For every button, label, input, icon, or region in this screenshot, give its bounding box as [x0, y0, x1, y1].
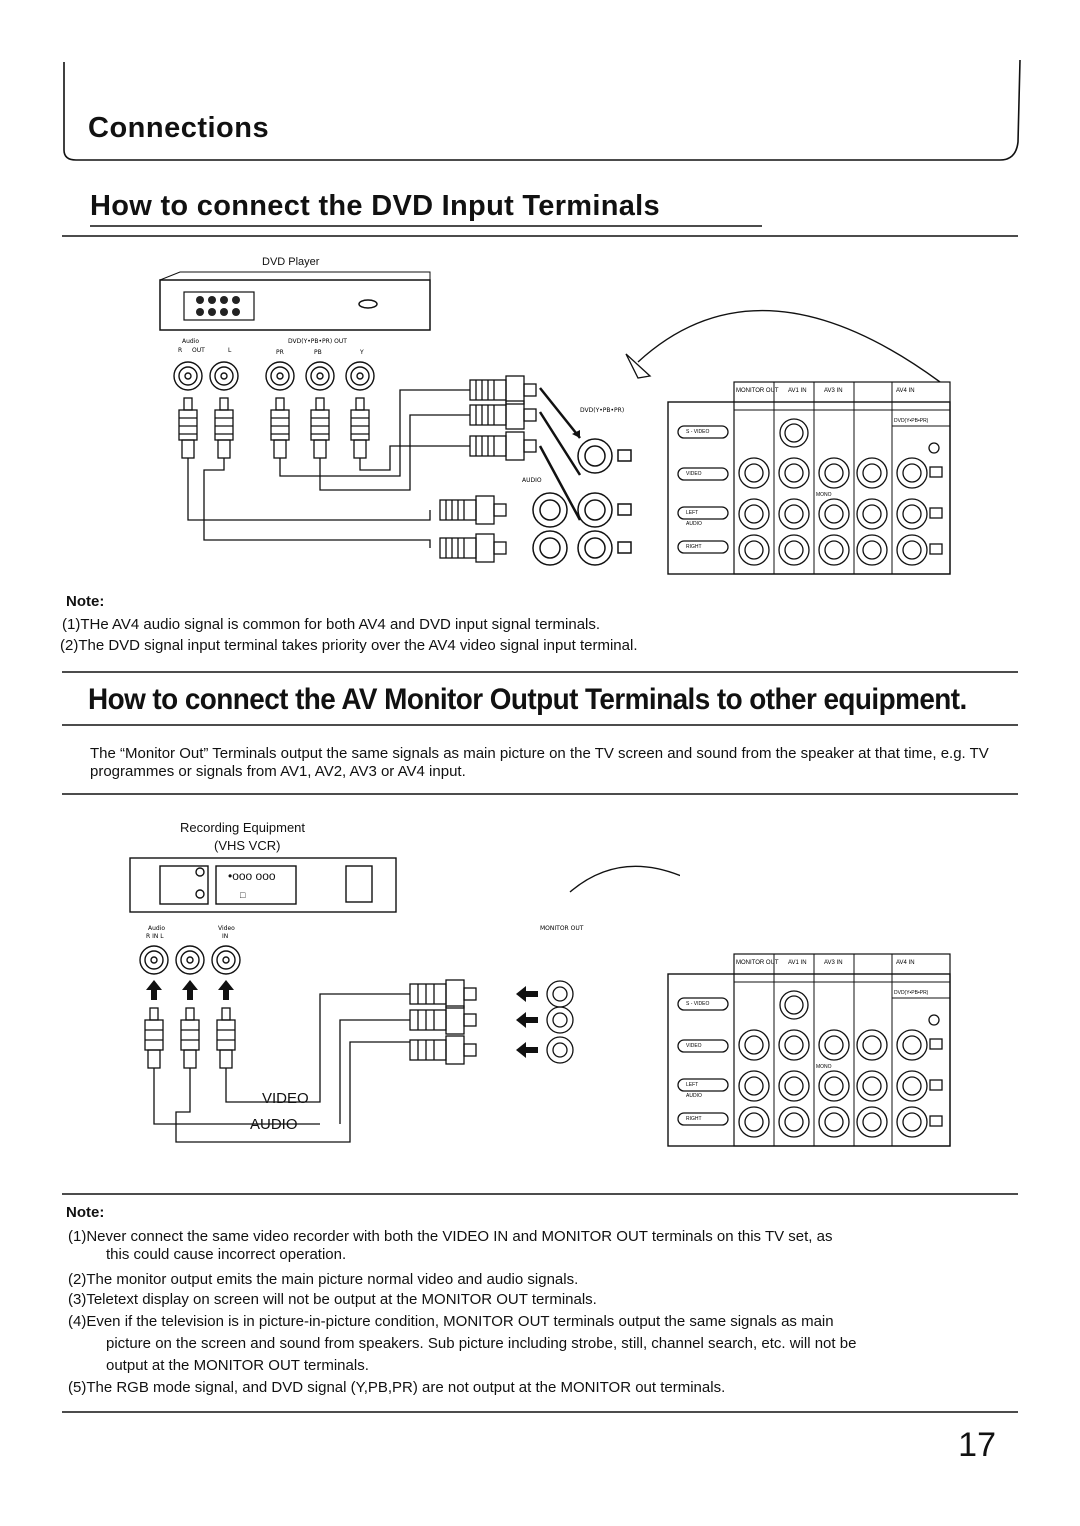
page-number: 17 [958, 1426, 996, 1464]
tv-left-label: LEFT [686, 510, 698, 516]
dvd-player-label: DVD Player [262, 256, 320, 268]
section-title-monitor: How to connect the AV Monitor Output Ter… [88, 683, 967, 716]
vcr-label-line1: Recording Equipment [180, 820, 306, 835]
cable-audio-label: AUDIO [250, 1116, 298, 1133]
tv-monitor-out-label: MONITOR OUT [736, 388, 779, 394]
vcr-monitor-out-label: MONITOR OUT [540, 925, 584, 932]
plug-audio-label: AUDIO [522, 477, 542, 484]
vcr-illustration [129, 857, 397, 913]
vertical-plugs [178, 397, 370, 459]
tv-right-label: RIGHT [686, 544, 702, 550]
left-arrows [516, 986, 538, 1058]
cable-video-label: VIDEO [262, 1090, 309, 1107]
dvd-note-1: (1)THe AV4 audio signal is common for bo… [62, 616, 601, 633]
dvd-note-label: Note: [66, 593, 105, 610]
tv-av3-label: AV3 IN [824, 388, 843, 394]
player-pr-label: PR [276, 349, 284, 356]
enlarged-jacks [532, 438, 632, 566]
monitor-note-4c: output at the MONITOR OUT terminals. [106, 1357, 369, 1374]
up-arrows [146, 980, 234, 1000]
chapter-frame [62, 59, 1021, 237]
player-out-label: OUT [192, 347, 205, 354]
tv-terminal-panel-dvd: MONITOR OUT AV1 IN AV3 IN AV4 IN DVD(Y•P… [667, 381, 951, 575]
monitor-note-3: (3)Teletext display on screen will not b… [68, 1291, 597, 1308]
monitor-note-2: (2)The monitor output emits the main pic… [68, 1271, 579, 1288]
vcr-audio-label: Audio [148, 925, 165, 932]
tv2-av4-label: AV4 IN [896, 960, 915, 966]
player-audio-label: Audio [182, 338, 199, 345]
tv-mono-label: MONO [816, 492, 832, 498]
cables [187, 389, 470, 548]
tv2-mono-label: MONO [816, 1064, 832, 1070]
pointer-arrow [637, 309, 941, 383]
monitor-intro: The “Monitor Out” Terminals output the s… [90, 745, 989, 780]
vcr-connection-diagram: •ooo ooo □ Audio R IN L Video IN MONITOR… [129, 857, 680, 1143]
section-divider [62, 671, 1018, 726]
vcr-video-label: Video [218, 925, 235, 932]
tv-terminal-panel-monitor: MONITOR OUT AV1 IN AV3 IN AV4 IN DVD(Y•P… [667, 953, 951, 1147]
player-l-label: L [228, 347, 232, 354]
intro-underline [62, 793, 1018, 795]
connection-arrows [538, 387, 582, 521]
monitor-note-label: Note: [66, 1204, 105, 1221]
player-dvd-out-label: DVD(Y•PB•PR) OUT [288, 338, 347, 345]
tv-video-label: VIDEO [686, 471, 702, 477]
vcr-label-line2: (VHS VCR) [214, 838, 281, 853]
plug-dvd-label: DVD(Y•PB•PR) [580, 407, 624, 414]
tv2-svideo-label: S - VIDEO [686, 1001, 709, 1007]
tv-dvd-label: DVD(Y•PB•PR) [894, 418, 929, 424]
tv2-audio-label: AUDIO [686, 1093, 702, 1099]
player-jacks [173, 361, 375, 391]
vcr-in-label: IN [222, 933, 228, 940]
tv2-dvd-label: DVD(Y•PB•PR) [894, 990, 929, 996]
tv2-left-label: LEFT [686, 1082, 698, 1088]
tv-audio-label: AUDIO [686, 521, 702, 527]
horizontal-plugs [439, 375, 537, 563]
monitor-note-4b: picture on the screen and sound from spe… [106, 1335, 857, 1352]
monitor-note-4: (4)Even if the television is in picture-… [68, 1313, 834, 1330]
player-y-label: Y [359, 349, 364, 356]
section-title-dvd: How to connect the DVD Input Terminals [90, 190, 660, 222]
tv-av1-label: AV1 IN [788, 388, 807, 394]
tv2-video-label: VIDEO [686, 1043, 702, 1049]
tv2-av1-label: AV1 IN [788, 960, 807, 966]
monitor-note-5: (5)The RGB mode signal, and DVD signal (… [68, 1379, 726, 1396]
monitor-note-1: (1)Never connect the same video recorder… [68, 1228, 833, 1245]
tv2-monitor-out-label: MONITOR OUT [736, 960, 779, 966]
tv-av4-label: AV4 IN [896, 388, 915, 394]
player-pb-label: PB [314, 349, 322, 356]
footer-divider [62, 1411, 1018, 1413]
dvd-connection-diagram: Audio R OUT L DVD(Y•PB•PR) OUT PR PB Y [159, 271, 941, 566]
player-r-label: R [178, 347, 182, 354]
svg-text:□: □ [240, 890, 246, 900]
tv-svideo-label: S - VIDEO [686, 429, 709, 435]
chapter-title: Connections [88, 112, 270, 144]
svg-text:•ooo ooo: •ooo ooo [228, 869, 276, 883]
vcr-r-in-l-label: R IN L [146, 933, 164, 940]
dvd-note-2: (2)The DVD signal input terminal takes p… [60, 637, 638, 654]
tv2-right-label: RIGHT [686, 1116, 702, 1122]
monitor-note-1b: this could cause incorrect operation. [106, 1246, 347, 1263]
dvd-player-illustration [159, 271, 431, 331]
notes-divider [62, 1193, 1018, 1195]
tv2-av3-label: AV3 IN [824, 960, 843, 966]
